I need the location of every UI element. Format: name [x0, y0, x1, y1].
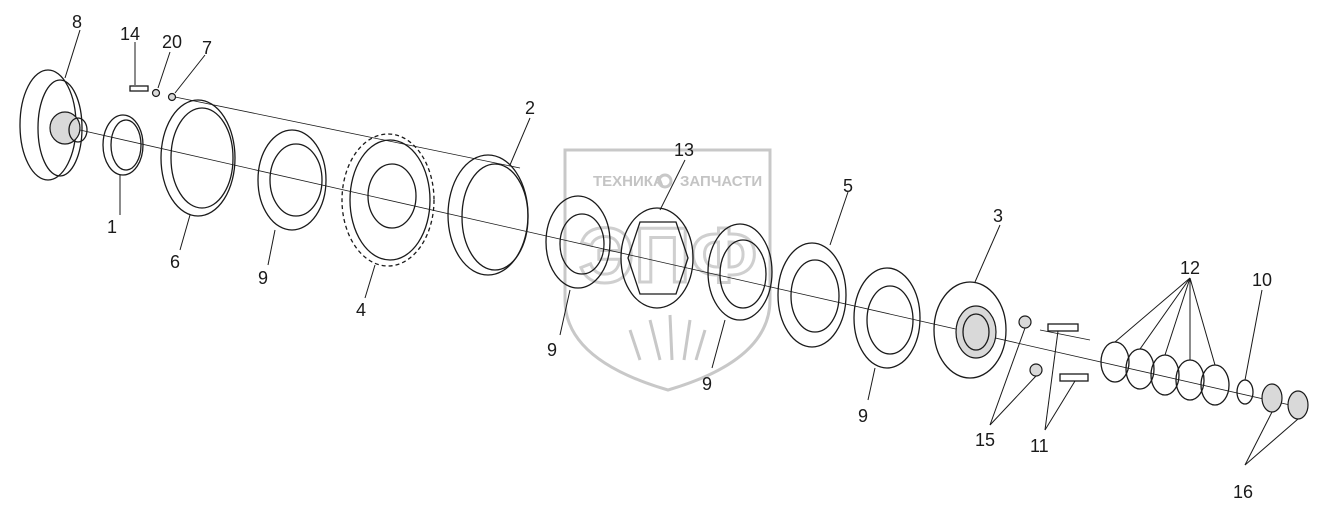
part-9-disc-c: [707, 223, 773, 321]
part-9-disc-a: [257, 129, 327, 231]
callout-13: 13: [674, 140, 694, 160]
part-9-disc-d: [853, 267, 921, 369]
callout-8: 8: [72, 12, 82, 32]
part-4-sprocket: [341, 133, 435, 267]
callout-4: 4: [356, 300, 366, 320]
part-7-nut: [167, 92, 177, 102]
part-20-washer: [151, 88, 161, 98]
callout-5: 5: [843, 176, 853, 196]
callout-9-first: 9: [258, 268, 268, 288]
callout-7: 7: [202, 38, 212, 58]
part-5-plate: [777, 242, 847, 348]
callout-10: 10: [1252, 270, 1272, 290]
part-1-ring: [102, 114, 144, 176]
part-12-washers: [1100, 341, 1230, 406]
part-3-cage: [933, 281, 1007, 379]
part-15-nuts: [1018, 315, 1043, 377]
part-11-bolts: [1047, 323, 1089, 382]
upper-axis-line: [174, 96, 521, 169]
callout-14: 14: [120, 24, 140, 44]
callout-15: 15: [975, 430, 995, 450]
callout-9-fourth: 9: [858, 406, 868, 426]
callout-2: 2: [525, 98, 535, 118]
callout-1: 1: [107, 217, 117, 237]
callout-20: 20: [162, 32, 182, 52]
callout-3: 3: [993, 206, 1003, 226]
callout-12: 12: [1180, 258, 1200, 278]
callout-6: 6: [170, 252, 180, 272]
part-13-plate: [620, 207, 694, 309]
part-16-nuts: [1261, 383, 1309, 420]
part-10-ring: [1236, 379, 1254, 405]
part-2-housing: [447, 154, 529, 276]
part-9-disc-b: [545, 195, 611, 289]
watermark-gear-icon: [657, 173, 673, 189]
part-8-hub: [19, 69, 88, 181]
callout-9-third: 9: [702, 374, 712, 394]
part-14-bolt: [129, 85, 149, 92]
watermark-wheat-icon: [628, 314, 707, 361]
callout-16: 16: [1233, 482, 1253, 502]
leader-lines: [64, 29, 1299, 466]
part-6-flange: [160, 99, 236, 217]
watermark-brand-left: ТЕХНИКА: [593, 173, 664, 190]
watermark-logo-letters: ЭПФ: [579, 211, 757, 299]
callout-9-second: 9: [547, 340, 557, 360]
bolt-axis-line: [1039, 329, 1091, 341]
watermark-brand-right: ЗАПЧАСТИ: [680, 173, 762, 190]
watermark: ТЕХНИКА ЗАПЧАСТИ ЭПФ: [563, 148, 772, 392]
callout-11: 11: [1030, 436, 1049, 456]
watermark-shield-icon: [563, 148, 772, 392]
callout-labels: 8 14 20 7 1 6 9 4 2 13 9 9 5 9 3 15 11 1…: [72, 12, 1272, 502]
